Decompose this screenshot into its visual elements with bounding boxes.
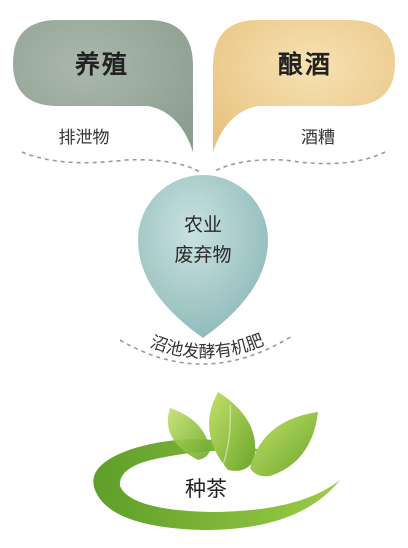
dashed-connectors	[21, 151, 386, 173]
tea-node: 种茶	[93, 392, 340, 530]
agri-waste-node: 农业 废弃物	[138, 175, 268, 338]
fertilizer-output-label: 沼池发酵有机肥	[148, 331, 267, 363]
brewing-output-label: 酒糟	[301, 128, 335, 148]
tea-leaf-center	[209, 392, 256, 471]
tea-swirl-shape	[93, 439, 340, 530]
brewing-bubble-shape	[213, 20, 395, 152]
livestock-label: 养殖	[74, 50, 129, 79]
tea-leaf-vein	[221, 404, 231, 469]
tea-leaf-left	[167, 408, 210, 460]
brewing-node: 酿酒	[213, 20, 395, 152]
livestock-node: 养殖	[13, 20, 193, 152]
livestock-output-label: 排泄物	[59, 128, 110, 148]
agri-waste-label-line1: 农业	[184, 214, 222, 236]
agri-waste-label-line2: 废弃物	[174, 244, 231, 266]
agri-waste-pin-shape	[138, 175, 268, 338]
brewing-label: 酿酒	[278, 50, 332, 79]
livestock-connector-line	[21, 151, 201, 173]
fertilizer-arc-line	[119, 335, 293, 365]
tea-label: 种茶	[185, 477, 227, 501]
brewing-connector-line	[212, 151, 386, 173]
fertilizer-output-text: 沼池发酵有机肥	[148, 331, 267, 363]
tea-leaf-right	[250, 412, 318, 477]
livestock-bubble-shape	[13, 20, 193, 152]
